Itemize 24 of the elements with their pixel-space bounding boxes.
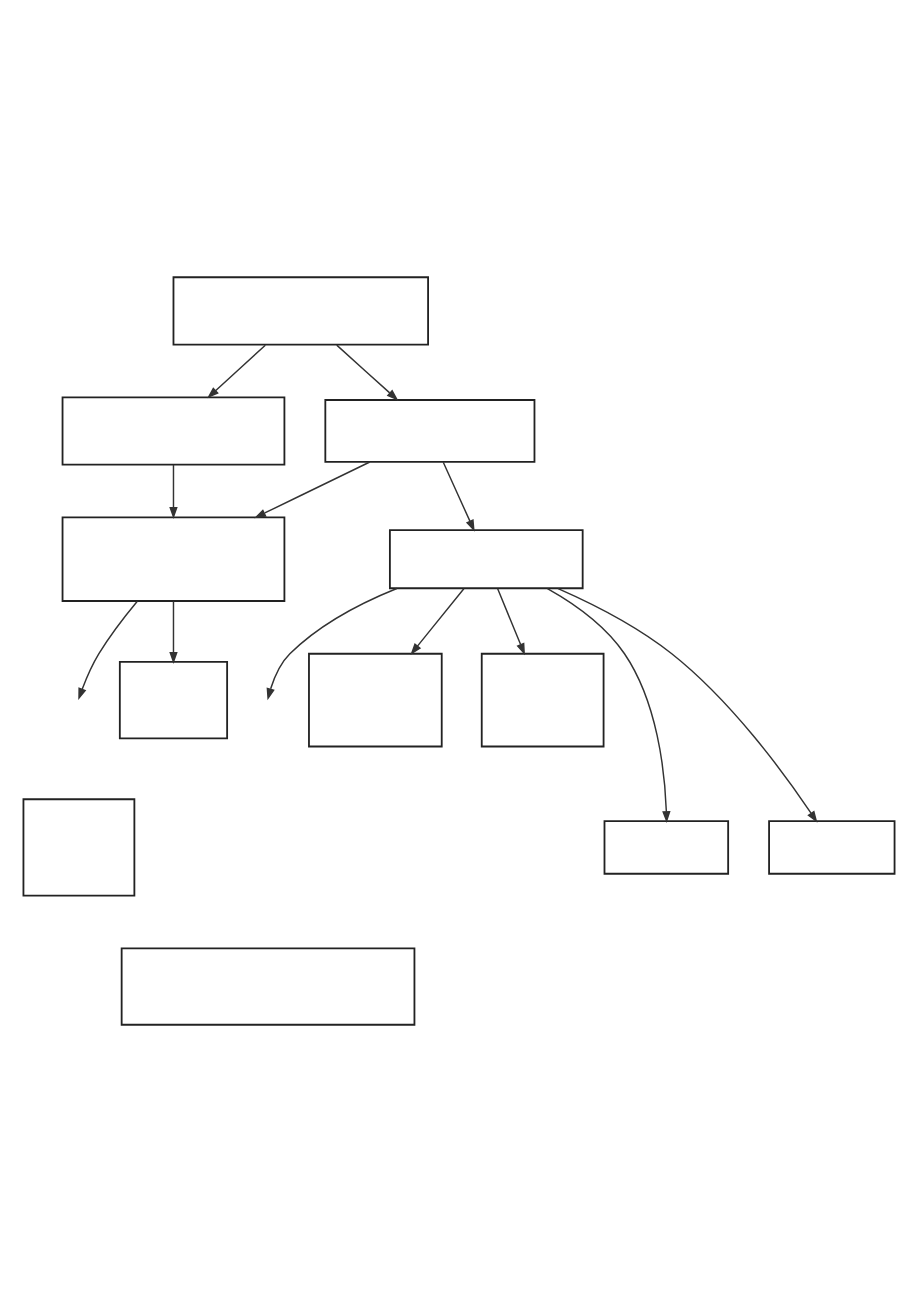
- node-box: [480, 651, 605, 747]
- arrow: [546, 586, 671, 823]
- node-box: [324, 398, 536, 462]
- arrow: [169, 463, 178, 519]
- node-box: [61, 515, 286, 601]
- arrow: [442, 460, 475, 531]
- node-box: [120, 946, 416, 1025]
- arrow: [78, 599, 139, 700]
- arrow: [496, 587, 525, 655]
- arrow: [336, 343, 399, 400]
- node-box: [118, 660, 229, 739]
- node-box: [388, 528, 584, 589]
- node-box: [603, 819, 730, 874]
- arrow: [266, 586, 398, 700]
- arrow: [410, 587, 465, 654]
- arrow: [169, 599, 178, 664]
- node-box: [61, 395, 286, 465]
- node-box: [22, 797, 136, 896]
- arrow: [254, 460, 371, 518]
- node-box: [308, 651, 443, 747]
- node-box: [172, 275, 429, 345]
- arrow: [557, 586, 818, 822]
- node-box: [768, 819, 896, 874]
- arrow: [207, 343, 267, 398]
